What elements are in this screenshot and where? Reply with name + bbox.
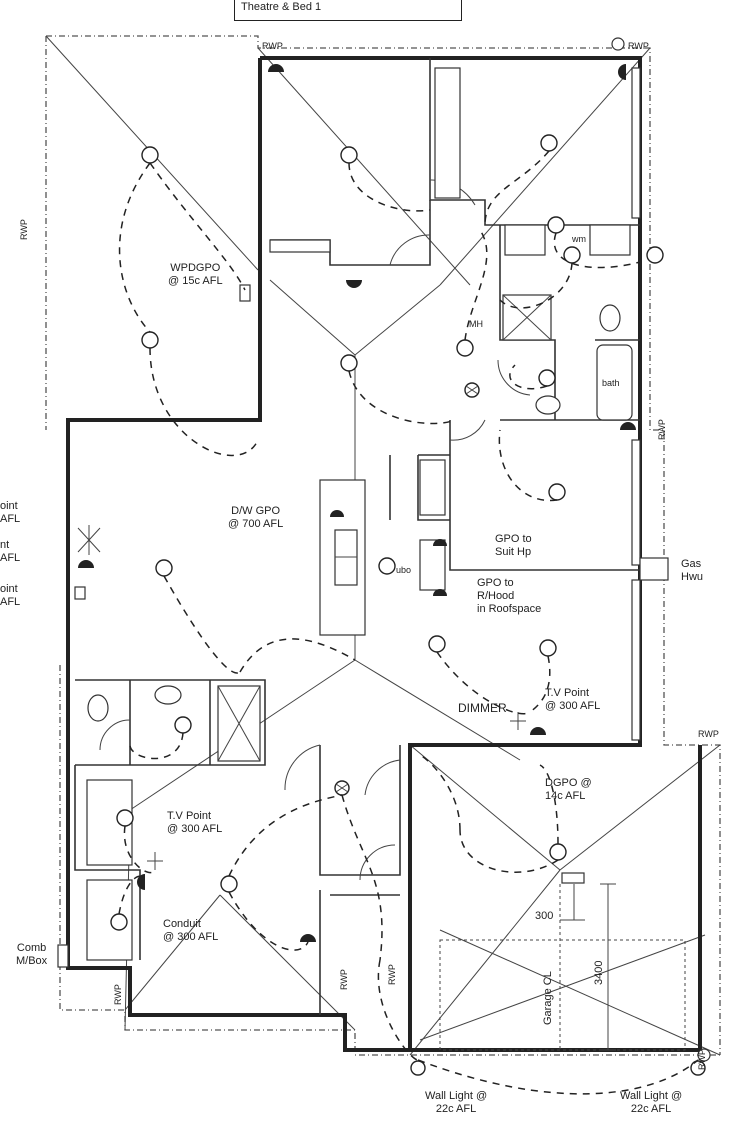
label-bath: bath — [602, 378, 620, 388]
label-tv-family: T.V Point @ 300 AFL — [545, 687, 601, 712]
eave-outline — [45, 35, 721, 1056]
ceiling-lights — [110, 134, 706, 1076]
light-kitchen — [378, 557, 396, 575]
switch-points — [57, 284, 669, 968]
label-left-partial: oint AFL — [0, 500, 21, 525]
light-theatre-bottom — [141, 331, 159, 349]
garage-dimensions — [439, 883, 686, 1051]
light-theatre-top — [141, 146, 159, 164]
rwp-markers — [611, 37, 711, 1062]
label-wm: wm — [572, 234, 586, 244]
label-wall-light-left: Wall Light @ 22c AFL — [425, 1090, 488, 1115]
label-rwp-garage-right: RWP — [697, 1049, 707, 1070]
light-bed-right — [540, 134, 558, 152]
light-lounge — [539, 639, 557, 657]
label-garage-cl: Garage CL — [542, 971, 554, 1025]
circuit-runs — [118, 150, 699, 1095]
smoke-detectors — [334, 382, 480, 796]
light-external-laundry — [646, 246, 664, 264]
label-dw-gpo: D/W GPO @ 700 AFL — [228, 505, 284, 530]
light-family — [155, 559, 173, 577]
label-rwp-topright: RWP — [628, 41, 649, 51]
kitchen-island — [319, 479, 366, 636]
built-ins — [86, 67, 641, 961]
label-rwp-bottom: RWP — [339, 969, 349, 990]
label-rwp-top: RWP — [262, 41, 283, 51]
label-left-partial-3: oint AFL — [0, 583, 21, 608]
label-wall-light-right: Wall Light @ 22c AFL — [620, 1090, 683, 1115]
roof-lines — [45, 35, 721, 1056]
title-box: Theatre & Bed 1 — [234, 0, 462, 21]
label-dim-3400: 3400 — [593, 960, 605, 985]
light-bedroom — [220, 875, 238, 893]
light-bed-corner — [116, 809, 134, 827]
light-kitchen-bench — [428, 635, 446, 653]
label-rwp-left: RWP — [19, 219, 29, 240]
label-gas-hwu: Gas Hwu — [681, 558, 704, 583]
light-ensuite — [174, 716, 192, 734]
wall-light-left — [410, 1060, 426, 1076]
label-wpdgpo: WPDGPO @ 15c AFL — [168, 262, 223, 287]
door-swings — [99, 179, 531, 881]
light-hall — [340, 354, 358, 372]
label-left-partial-2: nt AFL — [0, 539, 21, 564]
light-wir — [110, 913, 128, 931]
label-gpo-rhood: GPO to R/Hood in Roofspace — [477, 577, 542, 615]
label-gpo-hp: GPO to Suit Hp — [495, 533, 532, 558]
label-ubo: ubo — [396, 565, 412, 575]
light-bath — [538, 369, 556, 387]
label-rwp-right: RWP — [657, 419, 667, 440]
light-laundry — [547, 216, 565, 234]
wet-fixtures — [87, 224, 633, 762]
wall-light-right — [690, 1060, 706, 1076]
label-dimmer: DIMMER — [458, 701, 507, 715]
label-rwp-bottomleft: RWP — [113, 984, 123, 1005]
light-bed1 — [340, 146, 358, 164]
label-tv-bed: T.V Point @ 300 AFL — [167, 810, 223, 835]
label-rwp-garage-left: RWP — [387, 964, 397, 985]
wall-fittings — [78, 64, 636, 942]
light-passage — [456, 339, 474, 357]
label-conduit: Conduit @ 300 AFL — [163, 918, 219, 943]
label-rwp-garage: RWP — [698, 729, 719, 739]
label-dim-300: 300 — [535, 910, 554, 922]
external-walls — [66, 56, 702, 1052]
plan-title: Theatre & Bed 1 — [241, 1, 322, 13]
label-dgpo: DGPO @ 14c AFL — [545, 777, 592, 802]
label-mh: MH — [469, 319, 483, 329]
light-garage — [549, 843, 567, 861]
label-comb-box: Comb M/Box — [16, 942, 48, 967]
light-study — [548, 483, 566, 501]
